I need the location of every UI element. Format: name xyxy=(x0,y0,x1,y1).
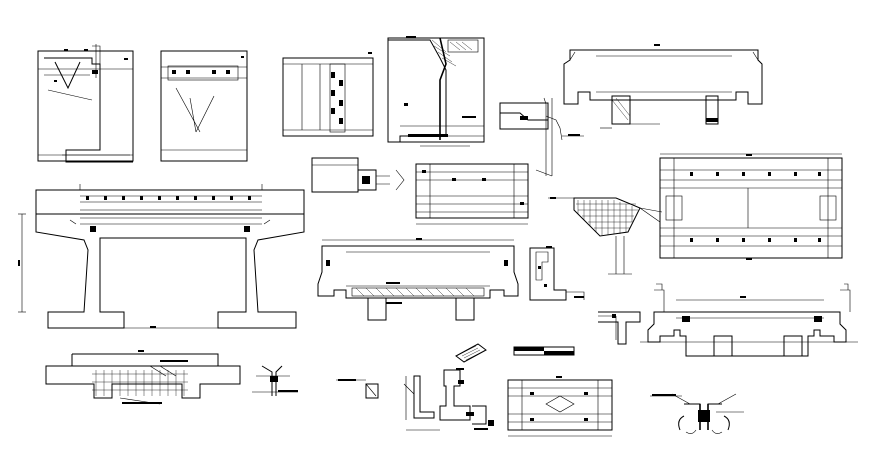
column-joint-detail xyxy=(598,311,641,345)
footing-rebar-elevation xyxy=(45,350,241,405)
pier-elevation-right xyxy=(160,50,248,162)
plan-view xyxy=(659,153,843,260)
beam-section-elevation xyxy=(507,376,613,437)
girder-elevation xyxy=(415,163,529,225)
stepped-footing-detail xyxy=(529,246,585,301)
abutment-side-view xyxy=(282,52,374,137)
bridge-cross-section-large xyxy=(18,184,305,329)
hatched-section xyxy=(548,197,663,275)
small-rebar-sketch xyxy=(455,343,487,363)
bearing-detail xyxy=(499,97,584,177)
wingwall-section xyxy=(387,36,485,147)
cap-beam-detail xyxy=(311,157,405,193)
abutment-elevation-right xyxy=(640,283,858,357)
parapet-details xyxy=(336,368,494,431)
pier-elevation-left xyxy=(37,44,134,163)
joint-sketch xyxy=(252,365,298,396)
deck-cross-section xyxy=(317,238,519,321)
expansion-joint-detail xyxy=(650,393,744,434)
pier-cap-elevation xyxy=(563,44,763,129)
scale-bar xyxy=(513,346,575,356)
